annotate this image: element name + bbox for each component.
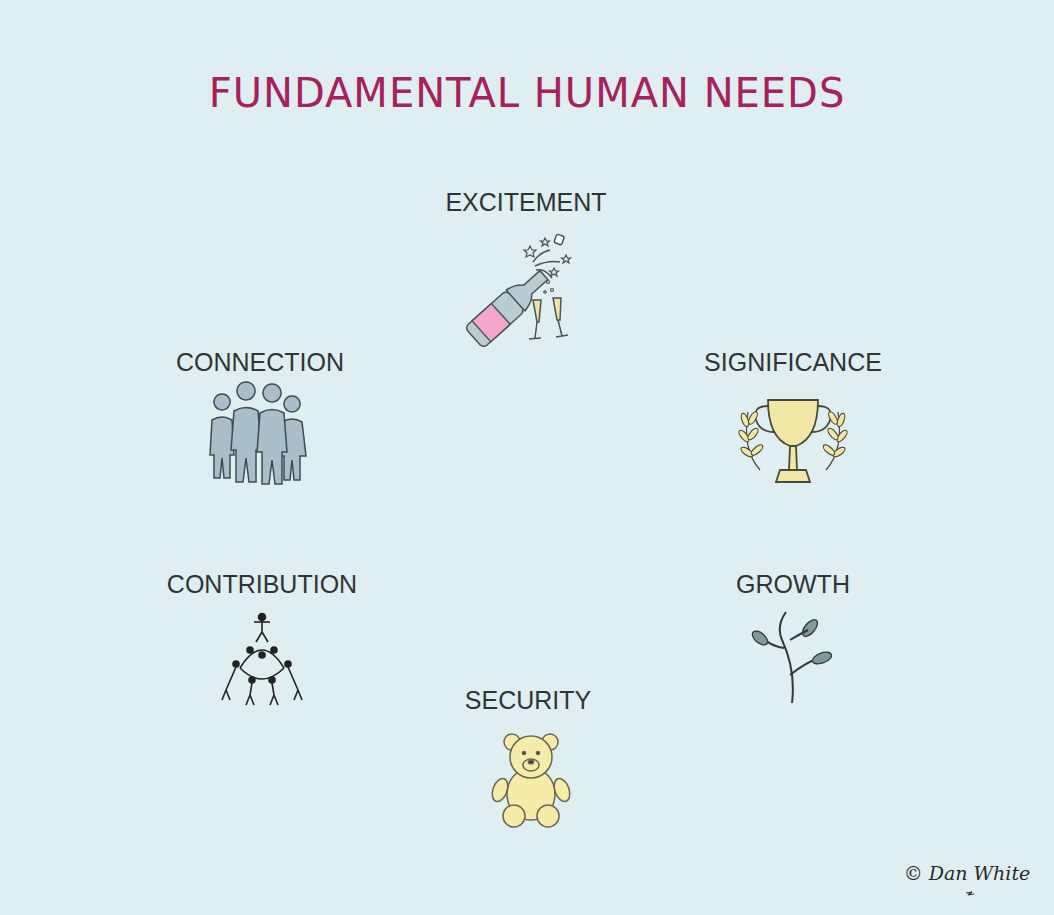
trophy-icon <box>737 400 849 482</box>
need-label: GROWTH <box>736 570 850 599</box>
connection-icon <box>210 382 306 484</box>
contribution-icon <box>222 614 302 706</box>
champagne-icon <box>465 234 571 348</box>
need-label: SECURITY <box>465 686 591 715</box>
need-label: EXCITEMENT <box>445 188 606 217</box>
signature-flourish <box>966 892 974 895</box>
teddy-bear-icon <box>489 734 572 827</box>
diagram-title: FUNDAMENTAL HUMAN NEEDS <box>209 70 846 116</box>
need-label: CONNECTION <box>176 348 344 377</box>
growth-icon <box>750 612 833 703</box>
copyright-note: © Dan White <box>904 862 1031 884</box>
need-label: CONTRIBUTION <box>167 570 357 599</box>
need-label: SIGNIFICANCE <box>704 348 882 377</box>
